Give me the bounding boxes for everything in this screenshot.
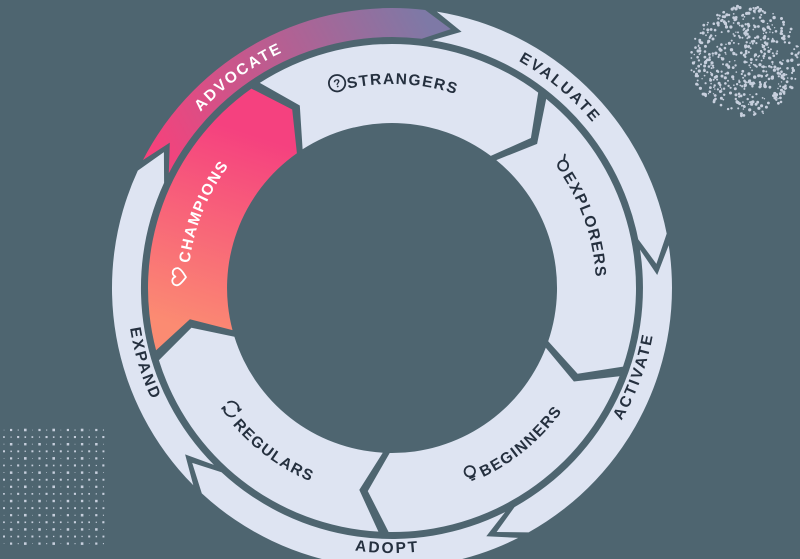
adopt-label: ADOPT xyxy=(354,538,420,558)
outer-arc-evaluate xyxy=(432,11,667,264)
outer-arc-expand xyxy=(111,152,214,486)
inner-segment-beginners xyxy=(367,347,620,533)
inner-segment-champions xyxy=(148,88,297,351)
lightbulb-icon xyxy=(463,465,476,481)
cycle-arrows-icon xyxy=(221,400,242,418)
svg-text:?: ? xyxy=(332,77,342,90)
inner-segment-strangers xyxy=(259,43,539,156)
outer-arc-advocate xyxy=(143,8,451,174)
outer-arc-activate xyxy=(496,245,672,533)
dot-grid-pattern xyxy=(3,428,105,545)
heart-icon xyxy=(171,267,187,287)
adopt-label-text: ADOPT xyxy=(354,538,418,558)
inner-segment-explorers xyxy=(496,98,637,374)
dot-scatter-circle xyxy=(690,4,800,118)
question-circle-icon: ? xyxy=(328,74,347,93)
outer-arc-adopt xyxy=(192,462,519,559)
magnifier-icon xyxy=(557,153,570,172)
inner-segment-regulars xyxy=(158,327,383,532)
